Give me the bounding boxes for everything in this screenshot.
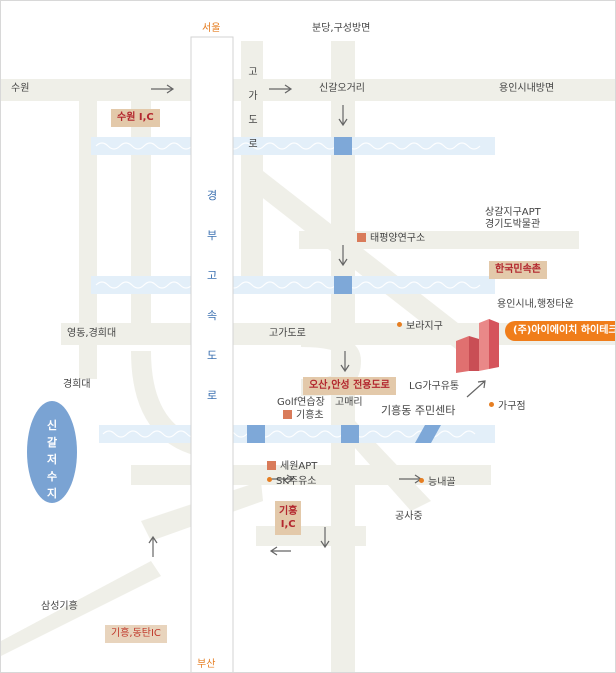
road-diagonal-1 <box>241 171 481 353</box>
arrow-suwon-east <box>151 84 175 94</box>
tag-folk-village: 한국민속촌 <box>489 261 547 279</box>
label-kyunghee: 경희대 <box>63 379 91 390</box>
place-sewon: 세원APT <box>267 461 317 473</box>
dot-icon <box>489 402 494 407</box>
dot-icon <box>267 477 272 482</box>
label-gaga-vertical: 고가도로 <box>248 67 258 150</box>
arrow-down-2 <box>338 245 348 267</box>
label-south: 부산 <box>197 659 216 670</box>
tag-suwon-ic: 수원 I,C <box>111 109 160 127</box>
dot-icon <box>419 478 424 483</box>
arrow-gaga-east <box>269 84 293 94</box>
label-sangal: 상갈지구APT 경기도박물관 <box>485 207 541 230</box>
arrow-down-3 <box>340 351 350 373</box>
place-taepyeong-text: 태평양연구소 <box>370 233 426 244</box>
label-yongin-city: 용인시내,행정타운 <box>497 299 574 310</box>
road-gaga-vertical <box>241 41 263 291</box>
gyeongbu-highway <box>190 36 234 672</box>
building-icon <box>283 410 292 419</box>
place-bora: 보라지구 <box>397 321 443 333</box>
place-sk-text: SK주유소 <box>276 476 317 487</box>
place-sewon-text: 세원APT <box>280 461 318 472</box>
place-gagujeom: 가구점 <box>489 401 526 413</box>
stream-2 <box>91 276 495 294</box>
company-callout: (주)아이에이치 하이테크 <box>505 321 615 341</box>
label-gongsa: 공사중 <box>395 511 423 522</box>
place-sk: SK주유소 <box>267 476 317 488</box>
place-bora-text: 보라지구 <box>406 321 443 332</box>
bridge-5 <box>415 425 441 443</box>
company-buildings <box>456 319 499 373</box>
arrow-west-ic <box>269 546 291 556</box>
place-gagujeom-text: 가구점 <box>498 401 526 412</box>
arrow-down-1 <box>338 105 348 127</box>
arrow-down-4 <box>320 527 330 549</box>
place-lg: LG가구유통 <box>409 381 460 392</box>
place-gomaeri: 고매리 <box>335 397 363 408</box>
road-diagonal-2 <box>331 421 431 511</box>
road-samsung <box>1 561 161 656</box>
arrow-ne <box>466 380 486 398</box>
label-north: 서울 <box>202 23 221 34</box>
building-icon <box>357 233 366 242</box>
road-museum <box>299 231 579 249</box>
place-taepyeong: 태평양연구소 <box>357 233 425 245</box>
place-giheung-cho-text: 기흥초 <box>296 410 324 421</box>
lake-label: 신갈저수지 <box>46 419 58 500</box>
bridge-2 <box>334 276 352 294</box>
place-giheung-cho: 기흥초 <box>283 410 324 422</box>
label-neungnae: 능내골 <box>419 477 456 489</box>
stream-2-wave <box>95 281 481 289</box>
place-golf: Golf연습장 <box>277 397 325 408</box>
label-gaga-horizontal: 고가도로 <box>269 328 306 339</box>
road-suwon-yongin <box>1 79 615 101</box>
place-giheung-center: 기흥동 주민센타 <box>381 404 456 417</box>
stream-3-wave <box>102 430 476 438</box>
building-icon <box>267 461 276 470</box>
arrow-up-west <box>148 535 158 557</box>
label-neungnae-text: 능내골 <box>428 477 456 488</box>
bridge-4 <box>341 425 359 443</box>
dot-icon <box>397 322 402 327</box>
road-ramp-west <box>131 351 213 459</box>
bridge-3 <box>247 425 265 443</box>
label-west: 수원 <box>11 83 30 94</box>
tag-osan-road: 오산,안성 전용도로 <box>303 377 396 395</box>
label-singal-ogeori: 신갈오거리 <box>319 83 365 94</box>
arrow-east-lower <box>271 474 295 484</box>
label-north-top: 분당,구성방면 <box>312 23 371 34</box>
stream-1-wave <box>95 142 481 150</box>
tag-giheung-ic: 기흥 I,C <box>275 501 302 535</box>
bridge-1 <box>334 137 352 155</box>
label-samsung-giheung: 삼성기흥 <box>41 601 78 612</box>
lake-singal: 신갈저수지 <box>27 401 77 503</box>
label-yeongdong: 영동,경희대 <box>67 328 117 339</box>
label-east: 용인시내방면 <box>499 83 555 94</box>
stream-1 <box>91 137 495 155</box>
tag-giheung-dongtan-ic: 기흥,동탄IC <box>105 625 167 643</box>
label-gyeongbu: 경부고속도로 <box>206 189 218 402</box>
